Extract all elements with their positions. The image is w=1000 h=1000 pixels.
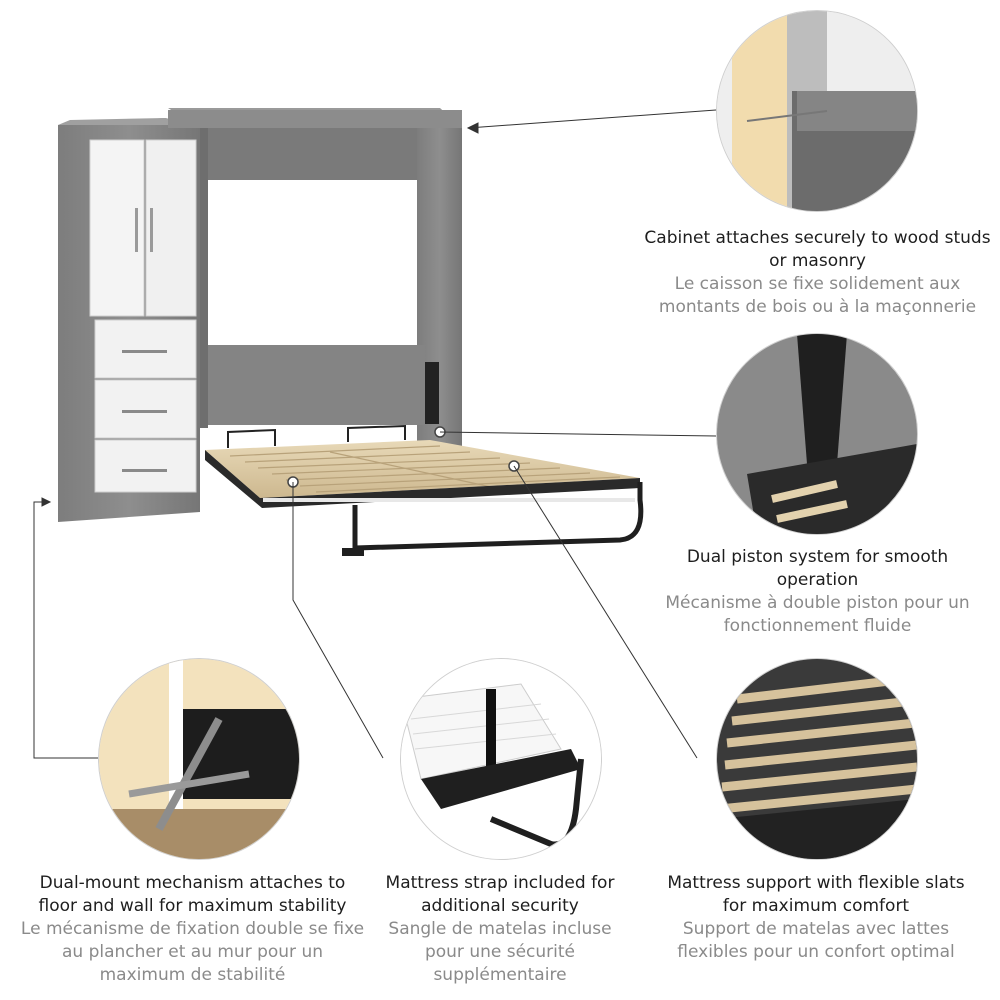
detail-mattress-strap-image: [400, 658, 602, 860]
caption-flexible-slats-en: Mattress support with flexible slats for…: [667, 873, 965, 916]
caption-flexible-slats: Mattress support with flexible slats for…: [660, 872, 972, 964]
caption-dual-mount-en: Dual-mount mechanism attaches to floor a…: [38, 873, 347, 916]
detail-dual-mount-image: [98, 658, 300, 860]
detail-dual-piston-image: [716, 333, 918, 535]
caption-dual-mount-fr: Le mécanisme de fixation double se fixe …: [20, 919, 365, 985]
caption-cabinet-attach: Cabinet attaches securely to wood studs …: [640, 227, 995, 319]
caption-dual-mount: Dual-mount mechanism attaches to floor a…: [20, 872, 365, 987]
storage-tower: [58, 118, 200, 522]
caption-dual-piston-en: Dual piston system for smooth operation: [686, 547, 949, 590]
caption-mattress-strap-en: Mattress strap included for additional s…: [385, 873, 615, 916]
detail-cabinet-attach-image: [716, 10, 918, 212]
caption-dual-piston: Dual piston system for smooth operation …: [660, 546, 975, 638]
caption-mattress-strap-fr: Sangle de matelas incluse pour une sécur…: [388, 919, 612, 985]
caption-cabinet-attach-en: Cabinet attaches securely to wood studs …: [644, 228, 991, 271]
caption-flexible-slats-fr: Support de matelas avec lattes flexibles…: [677, 919, 955, 962]
caption-mattress-strap: Mattress strap included for additional s…: [380, 872, 620, 987]
bed-cabinet: [168, 108, 462, 448]
caption-dual-piston-fr: Mécanisme à double piston pour un foncti…: [665, 593, 970, 636]
caption-cabinet-attach-fr: Le caisson se fixe solidement aux montan…: [658, 274, 977, 317]
detail-flexible-slats-image: [716, 658, 918, 860]
